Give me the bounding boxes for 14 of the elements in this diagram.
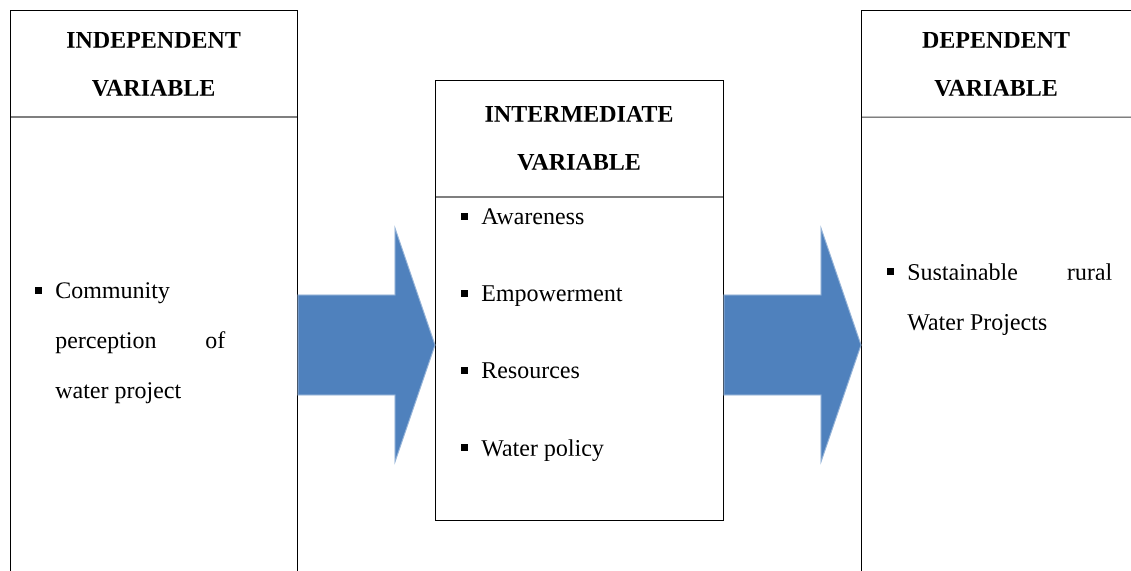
block-arrow	[723, 227, 862, 463]
bullet-item: Empowerment	[461, 285, 623, 307]
heading: INDEPENDENT VARIABLE	[67, 31, 241, 97]
heading: DEPENDENT VARIABLE	[922, 31, 1070, 97]
bullet-item: Sustainable rural Water Projects	[887, 263, 1112, 335]
variable-box	[860, 10, 1131, 571]
block-arrow	[297, 227, 436, 463]
bullet-item: Resources	[461, 362, 579, 379]
variable-box	[9, 10, 298, 571]
heading: INTERMEDIATE VARIABLE	[485, 105, 673, 171]
bullet-item: Community perception of water project	[35, 282, 226, 404]
bullet-item: Water policy	[461, 439, 604, 462]
bullet-item: Awareness	[461, 208, 584, 225]
variable-box	[434, 80, 724, 521]
